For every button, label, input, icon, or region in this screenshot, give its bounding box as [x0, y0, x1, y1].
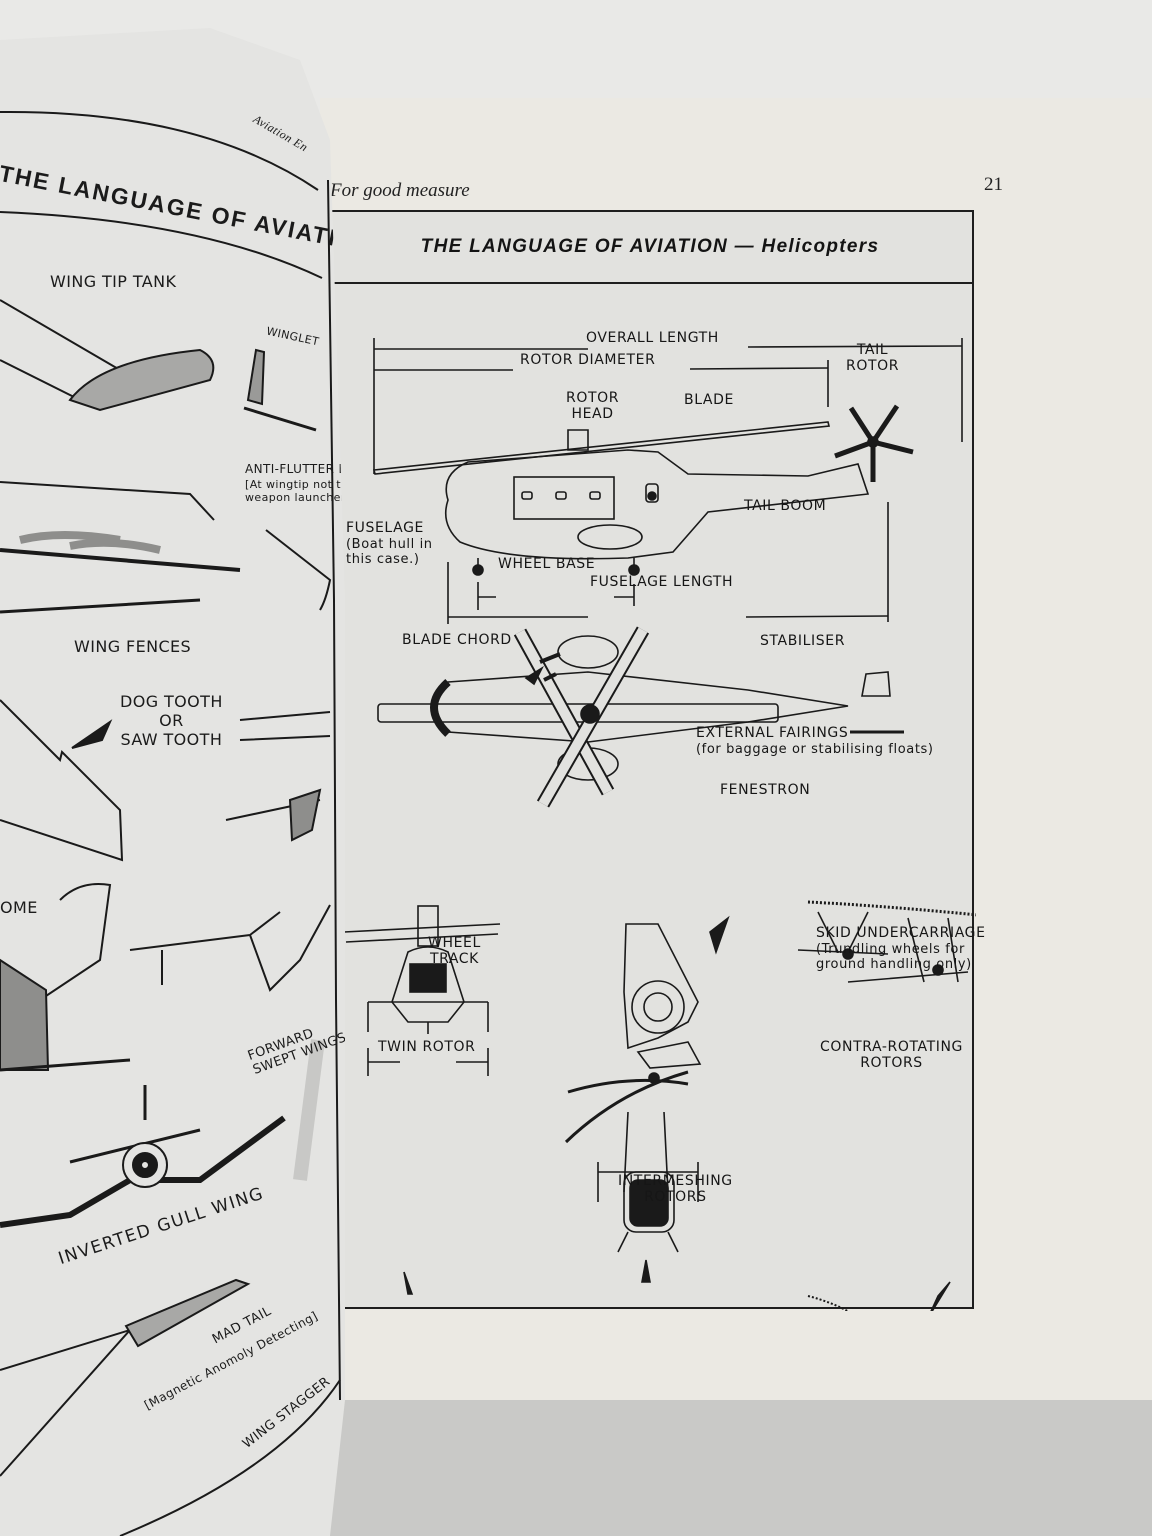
left-title-rule-top [0, 110, 319, 191]
label-stabiliser: STABILISER [760, 633, 846, 649]
blade-chord-arrow [524, 665, 544, 686]
wing-stagger-line [119, 1379, 341, 1536]
label-skid-note: (Trundling wheels for ground handling on… [816, 942, 972, 972]
left-page: Aviation En THE LANGUAGE OF AVIATION — F… [0, 28, 345, 1536]
wing-fences-wing [0, 548, 241, 572]
helicopter-drawings [343, 338, 976, 1311]
figure-title-main: THE LANGUAGE OF AVIATION [420, 236, 729, 257]
label-blade-chord: BLADE CHORD [402, 632, 512, 648]
label-anti-flutter-note: [At wingtip not to be co weapon launcher… [245, 478, 357, 504]
wheel-base-dimension [477, 582, 635, 610]
twin-rotor-helicopter [403, 1271, 414, 1295]
label-wing-tip-tank: WING TIP TANK [50, 272, 177, 291]
winglet [246, 348, 266, 406]
left-title-rule-bottom [0, 211, 323, 279]
label-wheel-track: WHEEL TRACK [428, 935, 481, 968]
label-skid-undercarriage: SKID UNDERCARRIAGE [816, 925, 986, 941]
label-fenestron: FENESTRON [720, 782, 811, 798]
mad-tail-fuselage [0, 1329, 131, 1477]
figure-title-sub: Helicopters [761, 236, 880, 257]
dog-tooth-wing [0, 699, 124, 862]
figure-title: THE LANGUAGE OF AVIATION — Helicopters [421, 236, 880, 258]
top-view-helicopter [377, 626, 904, 808]
label-external-fairings-note: (for baggage or stabilising floats) [696, 742, 934, 757]
label-contra-rotating: CONTRA-ROTATING ROTORS [820, 1039, 964, 1072]
figure-title-dash: — [728, 236, 762, 257]
label-twin-rotor: TWIN ROTOR [378, 1039, 476, 1055]
label-intermeshing: INTERMESHING ROTORS [618, 1173, 733, 1206]
fenestron-tail [623, 915, 730, 1084]
wing-tip-tank [68, 348, 215, 412]
right-page: For good measure 21 THE LANGUAGE OF AVIA… [320, 98, 1152, 1400]
label-wing-fences: WING FENCES [74, 637, 192, 656]
left-page-drawings [0, 110, 341, 1536]
forward-swept-wings-aircraft [129, 904, 331, 992]
intermeshing-rotors-helicopter [564, 1070, 699, 1283]
label-rotor-diameter: ROTOR DIAMETER [520, 352, 656, 368]
figure-title-bar: THE LANGUAGE OF AVIATION — Helicopters [328, 212, 972, 284]
wing-tip-tank-wing [0, 299, 121, 401]
running-head: For good measure [330, 180, 470, 201]
label-wheel-base: WHEEL BASE [498, 556, 596, 572]
label-radome-fragment: OME [0, 898, 38, 917]
label-external-fairings: EXTERNAL FAIRINGS [696, 725, 849, 741]
label-tail-boom: TAIL BOOM [744, 498, 827, 514]
label-overall-length: OVERALL LENGTH [586, 330, 719, 346]
label-rotor-head: ROTOR HEAD [566, 390, 620, 423]
side-view-helicopter [373, 404, 914, 576]
label-fuselage: FUSELAGE [346, 520, 424, 536]
label-dog-tooth: DOG TOOTH OR SAW TOOTH [120, 692, 223, 750]
front-view-helicopter [343, 905, 501, 1076]
label-tail-rotor: TAIL ROTOR [846, 342, 900, 375]
label-fuselage-length: FUSELAGE LENGTH [590, 574, 734, 590]
skid-undercarriage-helicopter [797, 900, 976, 983]
label-anti-flutter: ANTI-FLUTTER BOD [245, 462, 367, 476]
overall-length-dimension [373, 338, 963, 474]
mad-tail-boom [124, 1278, 251, 1348]
dog-tooth-arrow [71, 719, 113, 749]
helicopter-figure: THE LANGUAGE OF AVIATION — Helicopters [326, 210, 985, 1311]
fuselage-length-dimension [447, 502, 889, 624]
inverted-gull-wing-aircraft [0, 1085, 286, 1228]
rotor-diameter-dimension [374, 360, 829, 407]
page-number: 21 [984, 174, 1003, 195]
label-fuselage-note: (Boat hull in this case.) [346, 537, 433, 567]
label-blade: BLADE [684, 392, 734, 408]
contra-rotating-helicopter [807, 1281, 951, 1311]
